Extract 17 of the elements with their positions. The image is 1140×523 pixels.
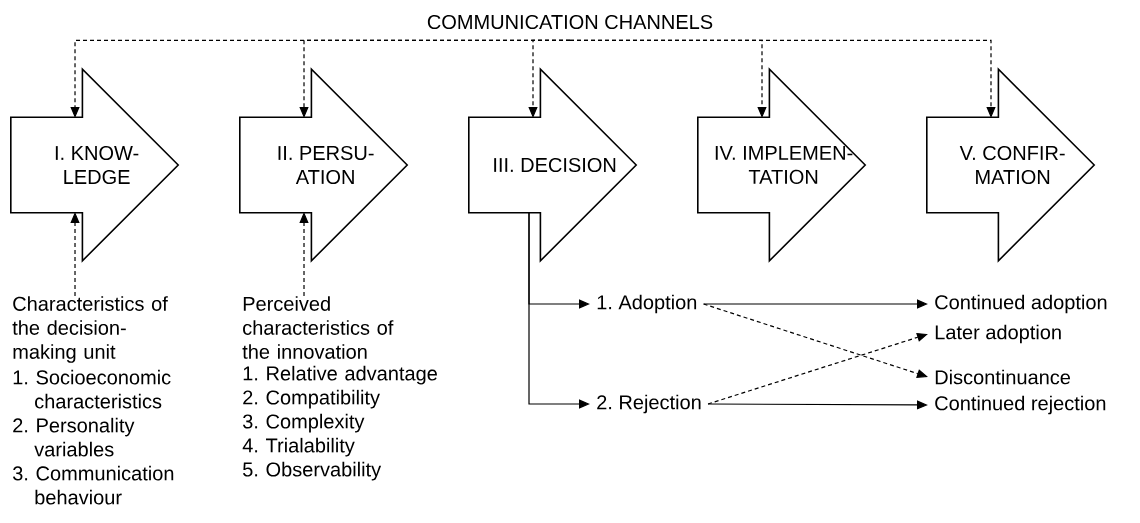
list-item: 2. Personality variables bbox=[13, 417, 135, 457]
channel-heading: COMMUNICATION CHANNELS bbox=[427, 14, 713, 30]
list-item: 1. Relative advantage bbox=[243, 365, 437, 385]
list-item: 1. Socioeconomic characteristics bbox=[13, 369, 171, 409]
list-item: 3. Communication behaviour bbox=[13, 465, 174, 505]
heading-text: Perceived characteristics of the innovation bbox=[242, 296, 394, 359]
list-item: 5. Observability bbox=[243, 461, 382, 481]
outcome-text: Continued adoption bbox=[935, 294, 1107, 314]
option-text: 1. Adoption bbox=[597, 294, 697, 314]
outcome-text: Continued rejection bbox=[935, 395, 1106, 415]
outcome-text: Discontinuance bbox=[935, 369, 1071, 385]
outcome-text: Later adoption bbox=[935, 324, 1061, 344]
option-text: 2. Rejection bbox=[597, 394, 701, 414]
list-item: 3. Complexity bbox=[242, 413, 365, 433]
list-item: 4. Trialability bbox=[242, 437, 355, 457]
list-item: 2. Compatibility bbox=[243, 389, 380, 409]
heading-text: Characteristics of the decision- making unit bbox=[12, 296, 168, 363]
